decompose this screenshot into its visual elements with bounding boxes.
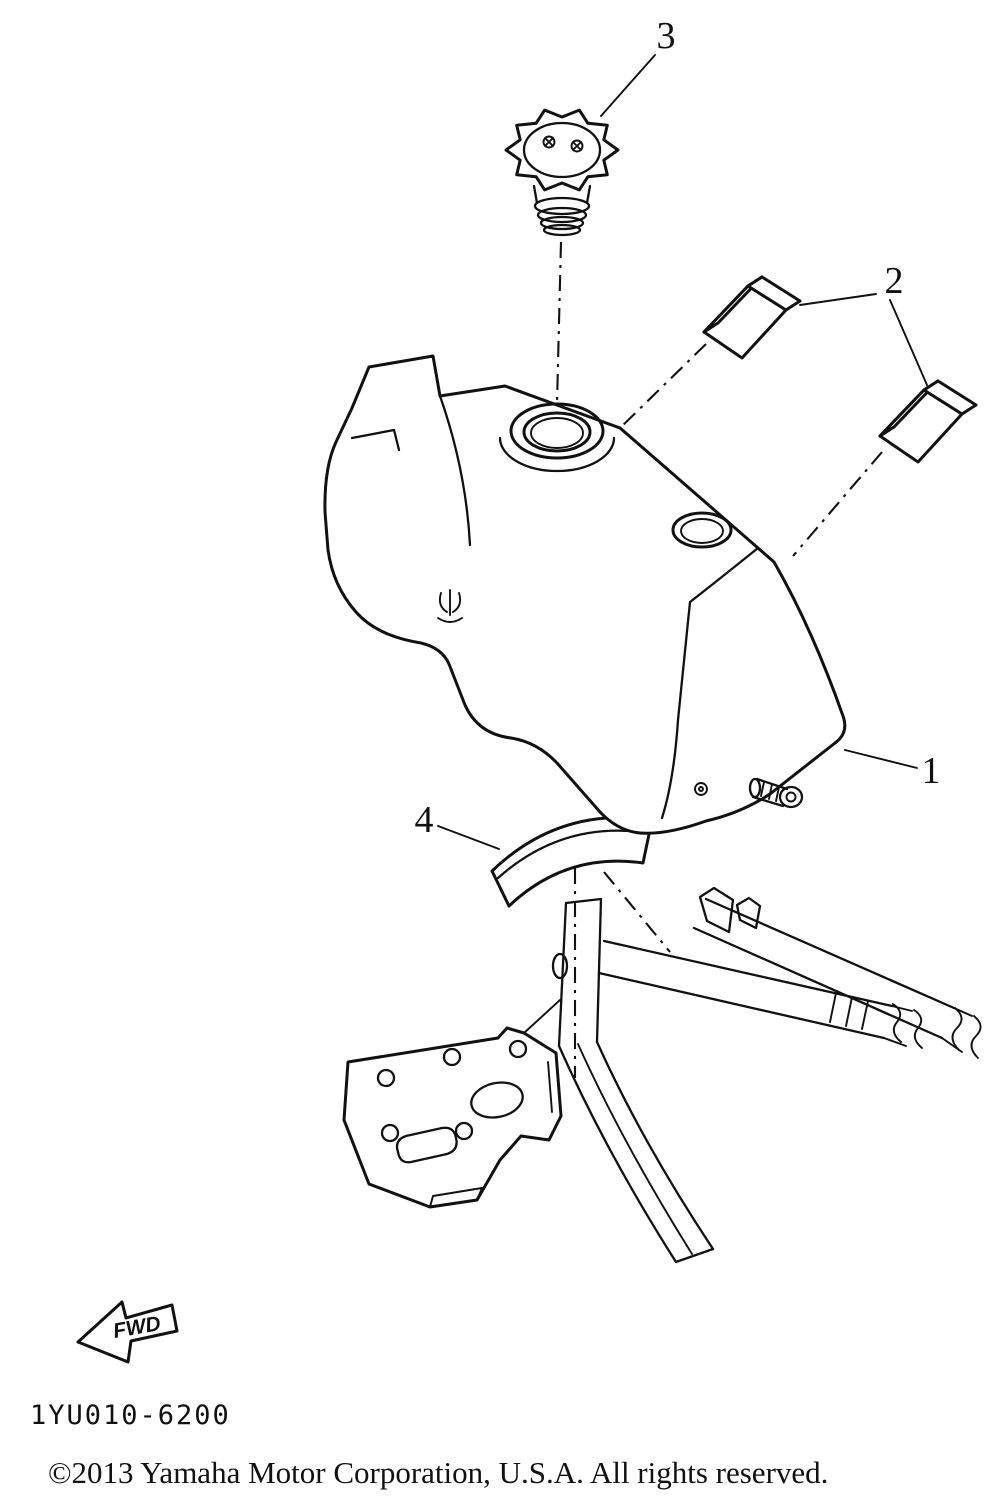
leader-line-4 bbox=[437, 825, 500, 850]
filler-neck-inner bbox=[522, 411, 592, 453]
oil-tank-drawing bbox=[323, 354, 847, 835]
cap-screw bbox=[570, 139, 584, 153]
callout-1: 1 bbox=[922, 750, 941, 792]
tank-side-hole bbox=[671, 511, 733, 549]
callout-3: 3 bbox=[657, 15, 676, 57]
tank-emblem bbox=[437, 589, 463, 623]
filler-cap-drawing bbox=[504, 108, 620, 237]
copyright-text: ©2013 Yamaha Motor Corporation, U.S.A. A… bbox=[48, 1455, 828, 1490]
leader-line-2b bbox=[889, 299, 928, 386]
cap-thread bbox=[539, 215, 585, 231]
filler-neck-outer bbox=[509, 402, 605, 460]
frame-tab bbox=[735, 896, 762, 930]
cap-thread bbox=[542, 223, 582, 237]
pad2-centerline bbox=[792, 451, 883, 557]
tube-break-line bbox=[970, 1015, 982, 1059]
bracket-hole bbox=[508, 1039, 528, 1059]
cap-screw bbox=[542, 135, 556, 149]
bracket-hole bbox=[376, 1068, 396, 1088]
leader-line-2a bbox=[799, 293, 877, 306]
pad1-centerline bbox=[617, 343, 707, 431]
cap-knurled-edge bbox=[504, 108, 620, 192]
fwd-arrow-shape bbox=[76, 1300, 179, 1364]
callouts: 3 2 1 4 bbox=[415, 15, 941, 850]
cap-thread bbox=[533, 196, 591, 216]
damper-pad-1 bbox=[702, 275, 802, 360]
damper-pad-2 bbox=[878, 379, 978, 464]
bracket-hole bbox=[454, 1121, 474, 1141]
callout-2: 2 bbox=[885, 260, 904, 302]
bracket-slot bbox=[395, 1126, 458, 1164]
filler-neck-collar bbox=[498, 436, 616, 473]
bracket-plate bbox=[342, 1026, 563, 1209]
fwd-arrow: FWD bbox=[76, 1300, 179, 1364]
tank-frame-centerline-2 bbox=[603, 871, 671, 953]
bracket-hole bbox=[380, 1123, 400, 1143]
tube-break-line bbox=[892, 1003, 902, 1043]
tank-outline bbox=[323, 354, 847, 835]
frame-tab bbox=[698, 886, 735, 934]
tank-outlet-spout bbox=[748, 777, 804, 809]
callout-4: 4 bbox=[415, 799, 434, 841]
cap-thread bbox=[536, 206, 588, 224]
cap-centerline bbox=[555, 241, 563, 405]
leader-line-3 bbox=[600, 54, 656, 117]
leader-line-1 bbox=[844, 749, 918, 769]
bracket-hole bbox=[442, 1047, 462, 1067]
tube-break-line bbox=[951, 1007, 963, 1051]
bracket-large-hole bbox=[470, 1081, 524, 1119]
frame-drawing bbox=[342, 886, 982, 1264]
diagram-part-code: 1YU010-6200 bbox=[30, 1400, 231, 1431]
